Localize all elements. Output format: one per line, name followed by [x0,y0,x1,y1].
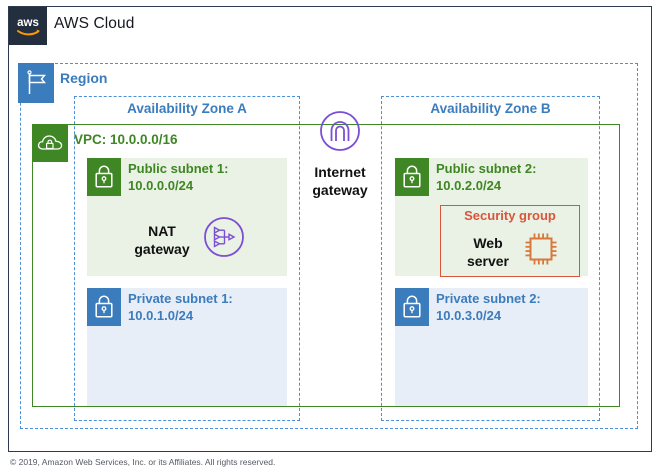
internet-gateway-icon [317,108,363,159]
aws-logo-icon: aws [9,7,47,45]
private-subnet-1-name: Private subnet 1: [128,291,233,306]
web-server-label: Web server [461,234,515,270]
region-label: Region [60,70,108,86]
vpc-label: VPC: 10.0.0.0/16 [74,132,178,147]
availability-zone-a-label: Availability Zone A [127,101,247,116]
nat-gateway: NAT gateway [130,215,246,264]
nat-gateway-icon [202,215,246,264]
aws-cloud-title: AWS Cloud [54,15,135,32]
nat-gateway-label-line1: NAT [148,222,176,239]
public-subnet-2-cidr: 10.0.2.0/24 [436,178,502,193]
vpc-cloud-lock-icon [32,124,68,162]
public-subnet-2-label: Public subnet 2: 10.0.2.0/24 [436,160,536,194]
web-server: Web server [446,229,576,274]
internet-gateway-label-line1: Internet [314,164,366,180]
lock-icon [87,158,121,196]
public-subnet-2-name: Public subnet 2: [436,161,537,176]
availability-zone-b-boundary [381,96,600,421]
private-subnet-2-name: Private subnet 2: [436,291,541,306]
region-flag-icon [18,63,54,103]
svg-text:aws: aws [17,17,39,29]
security-group-label: Security group [464,208,556,223]
public-subnet-1-cidr: 10.0.0.0/24 [128,178,194,193]
internet-gateway-label: Internet gateway [312,163,367,199]
internet-gateway-label-line2: gateway [312,182,368,198]
availability-zone-a-boundary [74,96,300,421]
security-group-boundary [440,205,580,277]
availability-zone-b-label: Availability Zone B [430,101,551,116]
region-boundary [20,63,638,429]
lock-icon [395,158,429,196]
lock-icon [87,288,121,326]
internet-gateway: Internet gateway [305,108,375,199]
public-subnet-1-name: Public subnet 1: [128,161,229,176]
public-subnet-1: Public subnet 1: 10.0.0.0/24 [87,158,287,276]
private-subnet-2-label: Private subnet 2: 10.0.3.0/24 [436,290,541,324]
private-subnet-2: Private subnet 2: 10.0.3.0/24 [395,288,588,406]
lock-icon [395,288,429,326]
public-subnet-2: Public subnet 2: 10.0.2.0/24 [395,158,588,276]
web-server-label-line1: Web [473,234,503,251]
nat-gateway-label: NAT gateway [130,222,194,258]
nat-gateway-label-line2: gateway [134,240,190,257]
web-server-label-line2: server [466,252,510,269]
vpc-boundary [32,124,620,407]
cpu-chip-icon [521,229,561,274]
private-subnet-1: Private subnet 1: 10.0.1.0/24 [87,288,287,406]
copyright-footer: © 2019, Amazon Web Services, Inc. or its… [10,457,276,467]
private-subnet-1-label: Private subnet 1: 10.0.1.0/24 [128,290,233,324]
private-subnet-1-cidr: 10.0.1.0/24 [128,308,194,323]
public-subnet-1-label: Public subnet 1: 10.0.0.0/24 [128,160,228,194]
private-subnet-2-cidr: 10.0.3.0/24 [436,308,502,323]
